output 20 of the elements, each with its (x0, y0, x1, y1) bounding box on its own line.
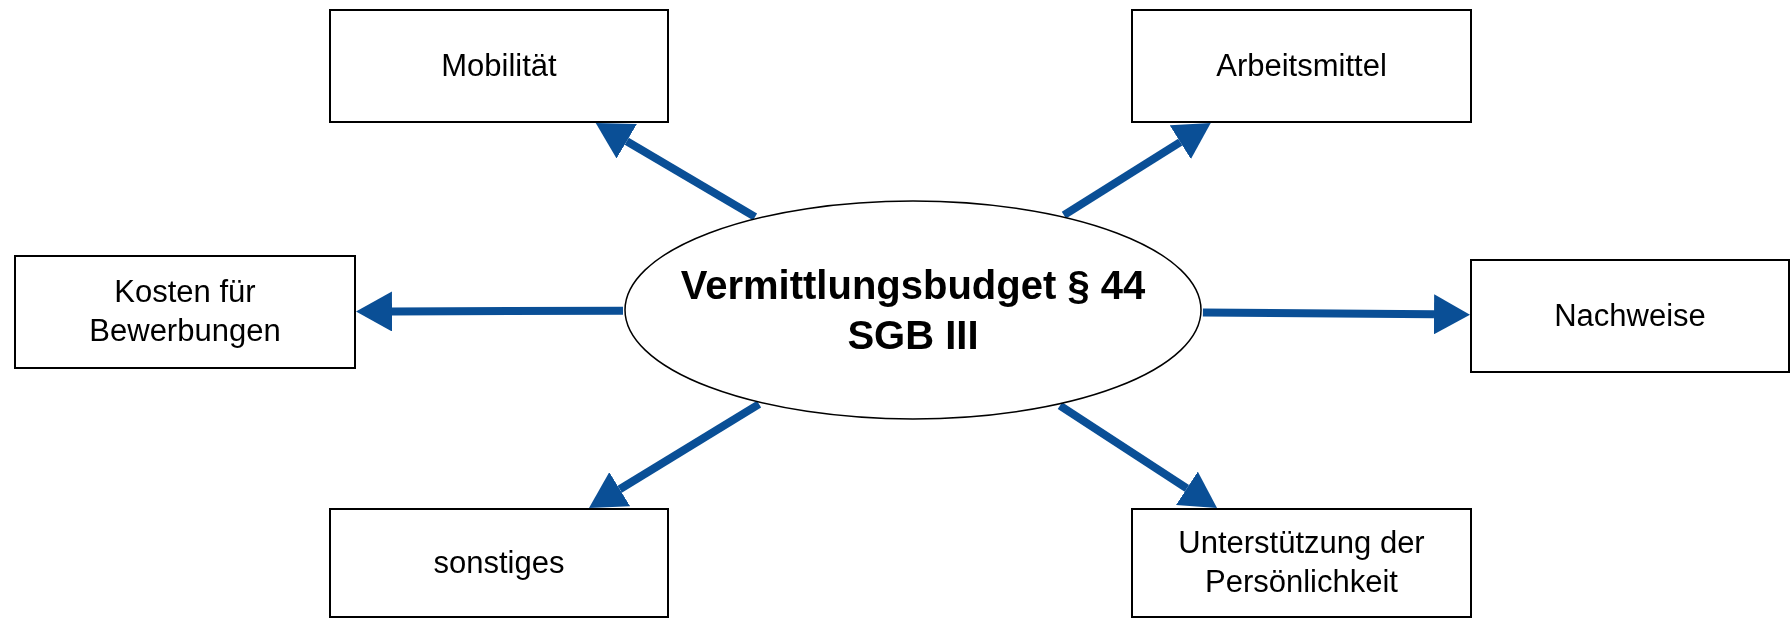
arrow (1202, 294, 1470, 335)
category-box (1131, 9, 1472, 123)
category-label: Mobilität (441, 46, 557, 85)
category-box (1470, 259, 1790, 373)
category-box (1131, 508, 1472, 618)
category-label: Nachweise (1554, 296, 1706, 335)
category-label: sonstiges (433, 543, 565, 582)
arrow (1061, 123, 1211, 219)
category-label: Kosten für Bewerbungen (88, 273, 282, 350)
arrow (1057, 402, 1218, 508)
category-box (329, 508, 669, 618)
arrow (595, 123, 758, 221)
category-label: Unterstützung der Persönlichkeit (1177, 524, 1426, 601)
category-label: Arbeitsmittel (1216, 46, 1387, 85)
title-text: Vermittlungsbudget § 44 SGB III (679, 262, 1147, 359)
center-ellipse (623, 199, 1203, 421)
category-box (329, 9, 669, 123)
arrow (356, 291, 624, 332)
arrow (589, 400, 762, 508)
category-box (14, 255, 356, 369)
